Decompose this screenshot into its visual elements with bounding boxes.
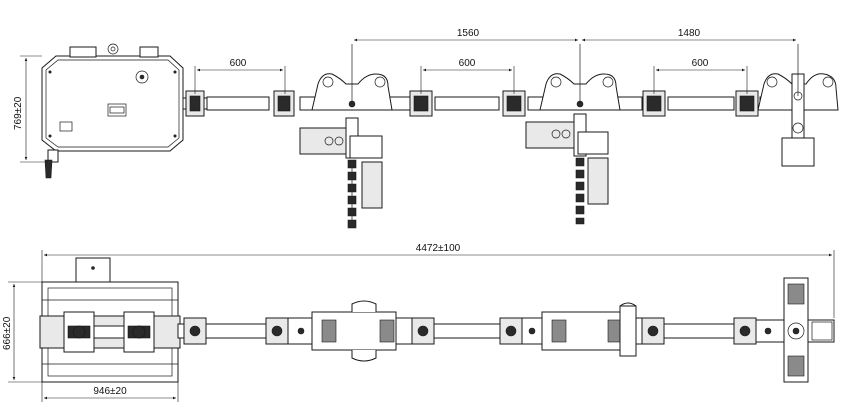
trolley-1 [311,44,393,111]
depth-dimension: 946±20 [41,382,179,402]
chain-hoist-1 [299,117,383,229]
span-dimension-1: 600 [194,58,286,94]
span-dimension-2: 600 [420,58,515,94]
trolley-1-plan [287,300,413,362]
end-trolley-plan [755,277,835,383]
height-dimension: 769±20 [13,55,48,163]
span-dimension-3: 600 [653,58,748,94]
span-label-2: 600 [459,58,476,69]
universal-joints-bottom [183,317,757,345]
width-dimension: 666±20 [2,281,42,383]
chain-hoist-2 [525,113,609,225]
trolley-2-plan [521,302,643,357]
pitch-label-2: 1480 [678,28,701,39]
control-box-plan [39,257,181,383]
pitch-dimension-1: 1560 [354,28,578,42]
overall-length-label: 4472±100 [416,243,461,254]
height-label: 769±20 [13,96,24,130]
overall-length-dimension: 4472±100 [41,243,835,318]
bottom-plan-view: 4472±100 666±20 [2,243,835,402]
depth-label: 946±20 [93,386,127,397]
width-label: 666±20 [2,316,13,350]
control-box-side [41,43,184,179]
universal-joints-top [185,90,759,117]
trolley-2 [539,44,621,111]
trolley-3-end [757,44,839,167]
pitch-label-1: 1560 [457,28,480,39]
connecting-rods-top [182,96,781,111]
pitch-dimension-2: 1480 [582,28,796,42]
span-label-1: 600 [230,58,247,69]
span-label-3: 600 [692,58,709,69]
top-elevation-view: 769±20 [13,28,839,229]
